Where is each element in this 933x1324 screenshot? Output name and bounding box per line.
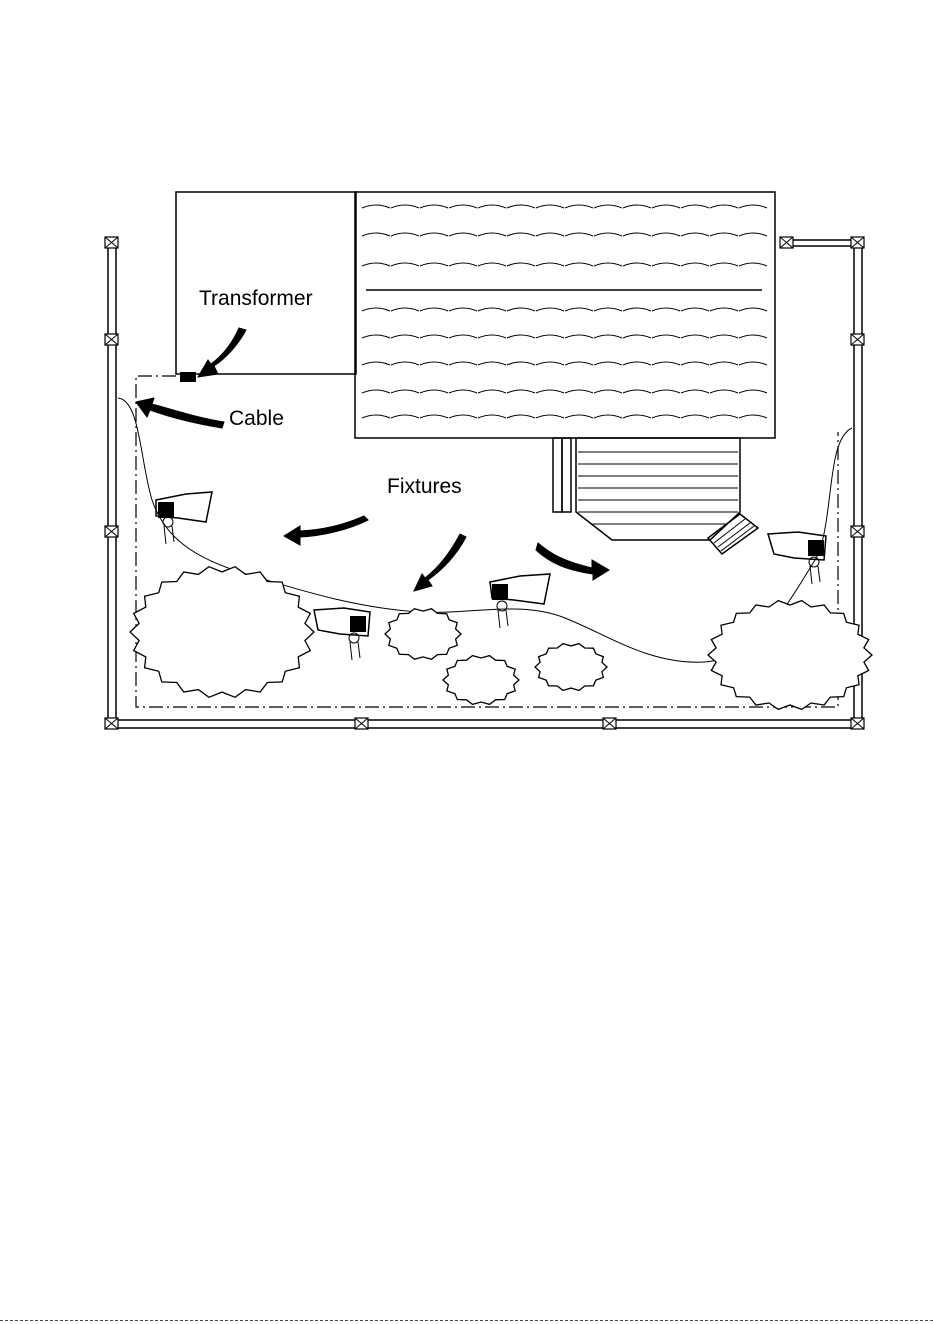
deck (553, 438, 758, 554)
spotlight-fixture (768, 532, 826, 584)
fixtures-label: Fixtures (387, 475, 462, 498)
spotlight-fixture (314, 608, 370, 660)
transformer-box (180, 372, 196, 382)
cable-label: Cable (229, 407, 284, 430)
arrow-fixture-down (414, 534, 466, 591)
fence-post (105, 526, 118, 537)
fence-post (851, 334, 864, 345)
fence-post (355, 718, 368, 729)
page-bottom-rule (0, 1320, 933, 1321)
fence-post (105, 237, 118, 248)
fence-post (780, 237, 793, 248)
transformer-label: Transformer (199, 287, 313, 310)
fence-post (603, 718, 616, 729)
bush-small (535, 644, 607, 691)
fence-post (851, 526, 864, 537)
fence-post (105, 718, 118, 729)
arrow-to-transformer (198, 328, 246, 377)
house (176, 192, 775, 438)
fence-post (851, 237, 864, 248)
arrow-to-cable (136, 398, 224, 428)
bush-large-right (708, 601, 872, 710)
bush-small (385, 609, 461, 660)
spotlight-fixture (156, 492, 212, 544)
spotlight-fixture (490, 574, 550, 628)
fence-post (851, 718, 864, 729)
bush-small (443, 656, 519, 705)
arrow-fixture-left (284, 516, 368, 545)
fence-post (105, 334, 118, 345)
arrows (136, 328, 609, 591)
